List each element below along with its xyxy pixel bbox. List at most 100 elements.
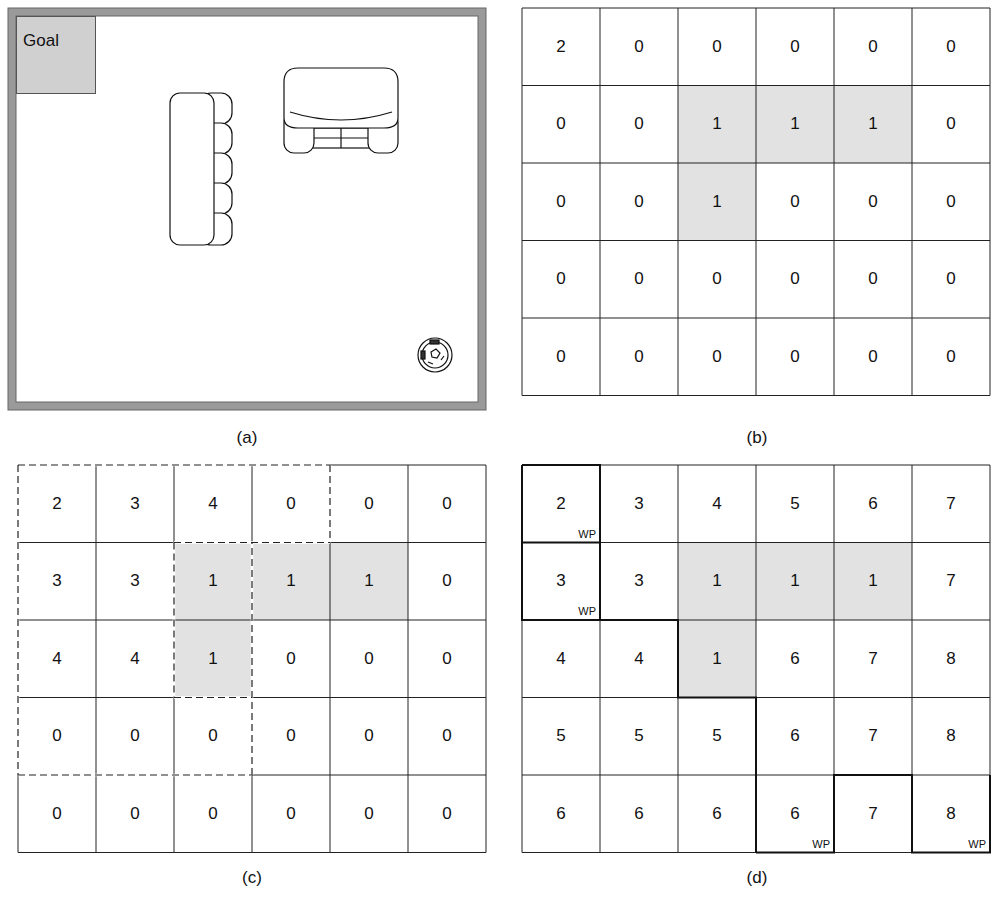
grid-line [522, 240, 990, 241]
obstacle-cell [174, 543, 252, 621]
cell-value: 6 [634, 804, 643, 824]
cell-value: 8 [946, 726, 955, 746]
cell-value: 1 [790, 114, 799, 134]
cell-value: 5 [634, 726, 643, 746]
cell-value: 7 [868, 649, 877, 669]
obstacle-cell [330, 543, 408, 621]
grid-line [990, 8, 991, 396]
cell-value: 5 [556, 726, 565, 746]
grid-line [408, 465, 409, 853]
cell-value: 6 [790, 649, 799, 669]
grid-line [330, 465, 331, 853]
cell-value: 0 [364, 726, 373, 746]
cell-value: 0 [556, 114, 565, 134]
path-outline [522, 465, 600, 620]
dashed-line [17, 465, 18, 775]
grid-line [522, 8, 990, 9]
path-outline [756, 775, 990, 853]
grid-maps [18, 8, 990, 853]
cell-value: 3 [634, 571, 643, 591]
cell-value: 1 [364, 571, 373, 591]
cell-value: 2 [556, 37, 565, 57]
grid-panel [18, 465, 486, 853]
cell-value: 7 [868, 726, 877, 746]
grid-line [18, 542, 486, 543]
cell-value: 7 [868, 804, 877, 824]
obstacle-cell [174, 620, 252, 698]
cell-value: 0 [946, 347, 955, 367]
waypoint-tag: WP [812, 838, 830, 851]
cell-value: 0 [556, 269, 565, 289]
cell-value: 1 [208, 571, 217, 591]
grid-line [486, 465, 487, 853]
cell-value: 0 [364, 649, 373, 669]
cell-value: 3 [52, 571, 61, 591]
cell-value: 6 [790, 804, 799, 824]
obstacle-cell [678, 620, 756, 698]
cell-value: 2 [556, 494, 565, 514]
dashed-line [18, 774, 252, 775]
cell-value: 0 [634, 114, 643, 134]
dashed-line [173, 543, 174, 698]
cell-value: 1 [868, 114, 877, 134]
cell-value: 1 [712, 649, 721, 669]
cell-value: 0 [442, 726, 451, 746]
cell-value: 0 [946, 192, 955, 212]
couch-vertical [170, 93, 232, 245]
cell-value: 0 [442, 649, 451, 669]
cell-value: 2 [52, 494, 61, 514]
obstacle-cell [834, 543, 912, 621]
grid-line [912, 8, 913, 396]
path-outline [600, 620, 756, 853]
grid-line [174, 465, 175, 853]
panel-caption: (d) [747, 868, 768, 888]
cell-value: 1 [712, 114, 721, 134]
cell-value: 0 [712, 347, 721, 367]
room-floor [16, 16, 478, 402]
cell-value: 3 [130, 494, 139, 514]
cell-value: 3 [130, 571, 139, 591]
grid-line [522, 85, 990, 86]
cell-value: 0 [364, 494, 373, 514]
path-outline [522, 542, 600, 544]
grid-line [522, 542, 990, 543]
cell-value: 0 [634, 37, 643, 57]
panel-caption: (c) [242, 868, 262, 888]
cell-value: 0 [868, 37, 877, 57]
cell-value: 4 [208, 494, 217, 514]
cell-value: 1 [712, 192, 721, 212]
cell-value: 5 [790, 494, 799, 514]
grid-line [252, 465, 253, 853]
goal-label: Goal [23, 31, 89, 51]
cell-value: 0 [712, 37, 721, 57]
cell-value: 3 [634, 494, 643, 514]
grid-line [522, 8, 523, 396]
cell-value: 0 [790, 347, 799, 367]
cell-value: 0 [556, 347, 565, 367]
cell-value: 0 [52, 726, 61, 746]
cell-value: 4 [130, 649, 139, 669]
dashed-line [329, 465, 330, 543]
goal-box: Goal [16, 16, 96, 94]
robot [418, 338, 452, 372]
grid-line [18, 697, 486, 698]
grid-line [522, 395, 990, 396]
cell-value: 0 [712, 269, 721, 289]
grid-line [18, 465, 486, 466]
cell-value: 0 [790, 192, 799, 212]
cell-value: 7 [946, 571, 955, 591]
cell-value: 4 [556, 649, 565, 669]
grid-line [678, 8, 679, 396]
dashed-line [251, 543, 252, 776]
grid-line [18, 465, 19, 853]
cell-value: 0 [286, 494, 295, 514]
dashed-line [18, 464, 330, 465]
cell-value: 6 [868, 494, 877, 514]
cell-value: 8 [946, 649, 955, 669]
obstacle-cell [678, 163, 756, 241]
cell-value: 6 [556, 804, 565, 824]
cell-value: 5 [712, 726, 721, 746]
obstacle-cell [834, 86, 912, 164]
